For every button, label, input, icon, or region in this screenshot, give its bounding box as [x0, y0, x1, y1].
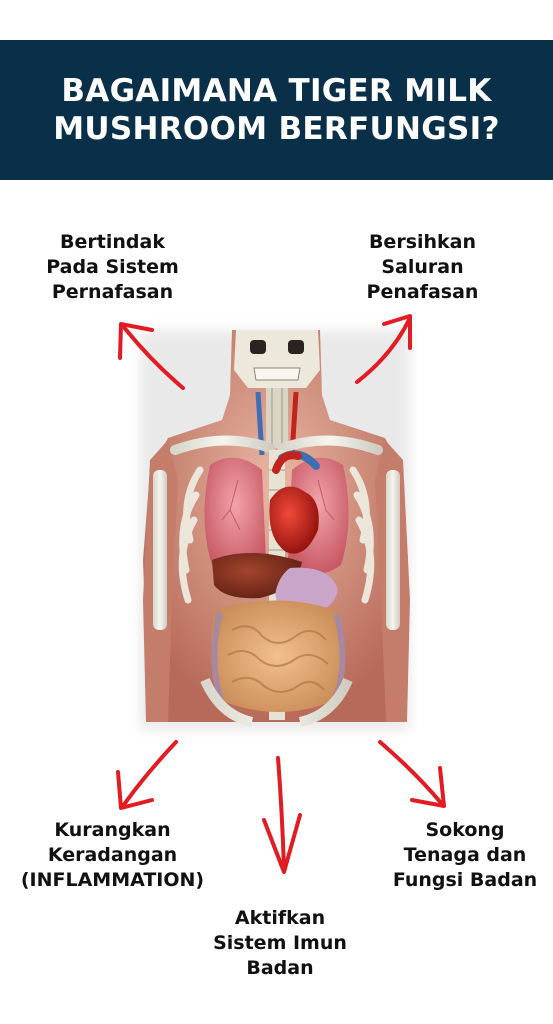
page-title: BAGAIMANA TIGER MILK MUSHROOM BERFUNGSI? [53, 73, 500, 147]
arrow-down-right-icon [378, 740, 446, 808]
label-activate-immune: Aktifkan Sistem Imun Badan [213, 907, 347, 979]
label-clear-airways: Bersihkan Saluran Penafasan [366, 231, 479, 303]
label-support-energy: Sokong Tenaga dan Fungsi Badan [392, 819, 538, 891]
label-reduce-inflammation: Kurangkan Keradangan (INFLAMMATION) [20, 819, 205, 891]
label-respiratory-system: Bertindak Pada Sistem Pernafasan [46, 231, 179, 303]
arrow-down-icon [262, 756, 302, 874]
arrow-down-left-icon [116, 740, 178, 810]
arrow-up-right-icon [355, 314, 412, 384]
arrow-up-left-icon [118, 322, 185, 390]
title-banner: BAGAIMANA TIGER MILK MUSHROOM BERFUNGSI? [0, 40, 553, 180]
